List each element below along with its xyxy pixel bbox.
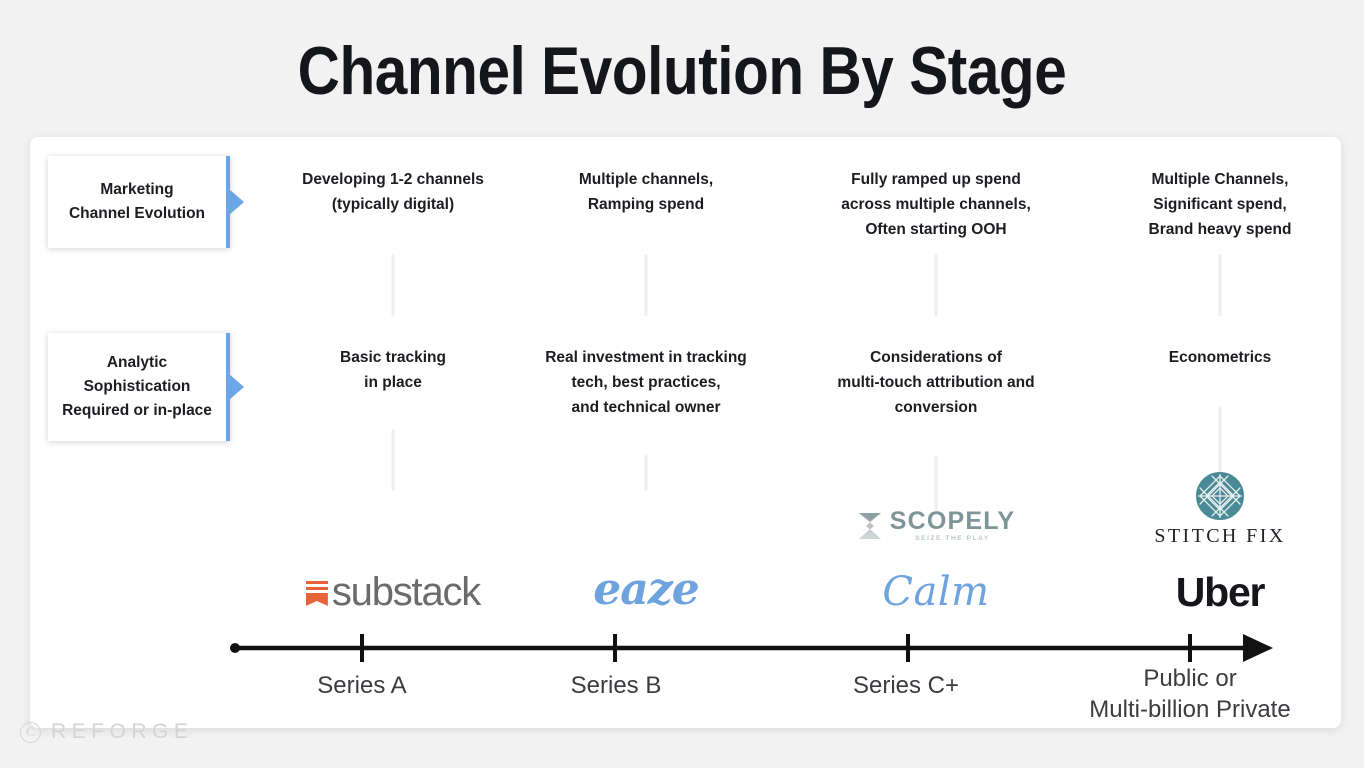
scopely-text-block: SCOPELY SEIZE THE PLAY [890, 508, 1016, 543]
marketing-channel-evolution-cell: Fully ramped up spend across multiple ch… [786, 167, 1086, 242]
analytic-sophistication-cell: Considerations of multi-touch attributio… [786, 345, 1086, 420]
uber-wordmark: Uber [1176, 571, 1265, 613]
company-logo-uber: Uber [1070, 557, 1364, 613]
scopely-tagline: SEIZE THE PLAY [915, 534, 990, 543]
marketing-channel-evolution-cell: Multiple channels, Ramping spend [496, 167, 796, 217]
connector-line [1219, 254, 1222, 316]
content-card: Marketing Channel Evolution Analytic Sop… [30, 137, 1341, 728]
scopely-logo-icon: SCOPELY SEIZE THE PLAY [857, 508, 1016, 543]
row-label-analytic-text: Analytic Sophistication Required or in-p… [62, 351, 212, 423]
company-logo-scopely: SCOPELY SEIZE THE PLAY [786, 509, 1086, 543]
substack-wordmark: substack [332, 572, 480, 612]
reforge-watermark: C REFORGE [20, 720, 193, 744]
company-logo-eaze: eaze [496, 552, 796, 612]
arrow-right-icon [229, 189, 244, 215]
axis-label-public: Public or Multi-billion Private [1068, 663, 1312, 725]
marketing-channel-evolution-cell: Multiple Channels, Significant spend, Br… [1070, 167, 1364, 242]
connector-line [392, 254, 395, 316]
stitchfix-wordmark: STITCH FIX [1154, 525, 1285, 547]
row-label-marketing-channel-evolution: Marketing Channel Evolution [48, 156, 230, 248]
analytic-sophistication-cell: Real investment in tracking tech, best p… [496, 345, 796, 420]
axis-label-series-a: Series A [240, 670, 484, 701]
axis-label-series-b: Series B [494, 670, 738, 701]
reforge-wordmark: REFORGE [51, 720, 193, 744]
calm-wordmark: Calm [882, 571, 989, 613]
connector-line [935, 254, 938, 316]
substack-logo-icon: substack [306, 572, 480, 612]
connector-line [645, 254, 648, 316]
connector-line [935, 455, 938, 511]
copyright-icon: C [20, 722, 41, 743]
stage-column-series-b: Multiple channels, Ramping spend Real in… [496, 137, 796, 728]
connector-line [392, 429, 395, 491]
scopely-mark-icon [857, 512, 883, 540]
connector-line [1219, 407, 1222, 477]
stage-column-series-c-plus: Fully ramped up spend across multiple ch… [786, 137, 1086, 728]
axis-label-series-c-plus: Series C+ [784, 670, 1028, 701]
arrow-right-icon [229, 374, 244, 400]
page-title: Channel Evolution By Stage [95, 32, 1268, 110]
company-logo-stitch-fix: STITCH FIX [1070, 475, 1364, 547]
row-label-marketing-text: Marketing Channel Evolution [69, 178, 205, 226]
row-label-analytic-sophistication: Analytic Sophistication Required or in-p… [48, 333, 230, 441]
scopely-wordmark: SCOPELY [890, 508, 1016, 534]
analytic-sophistication-cell: Econometrics [1070, 345, 1364, 370]
eaze-wordmark: eaze [593, 568, 698, 612]
company-logo-calm: Calm [786, 557, 1086, 613]
connector-line [645, 455, 648, 491]
substack-mark-icon [306, 577, 328, 607]
stitchfix-mark-icon [1196, 472, 1244, 520]
stage-column-public: Multiple Channels, Significant spend, Br… [1070, 137, 1364, 728]
stitchfix-logo-icon: STITCH FIX [1154, 472, 1285, 547]
